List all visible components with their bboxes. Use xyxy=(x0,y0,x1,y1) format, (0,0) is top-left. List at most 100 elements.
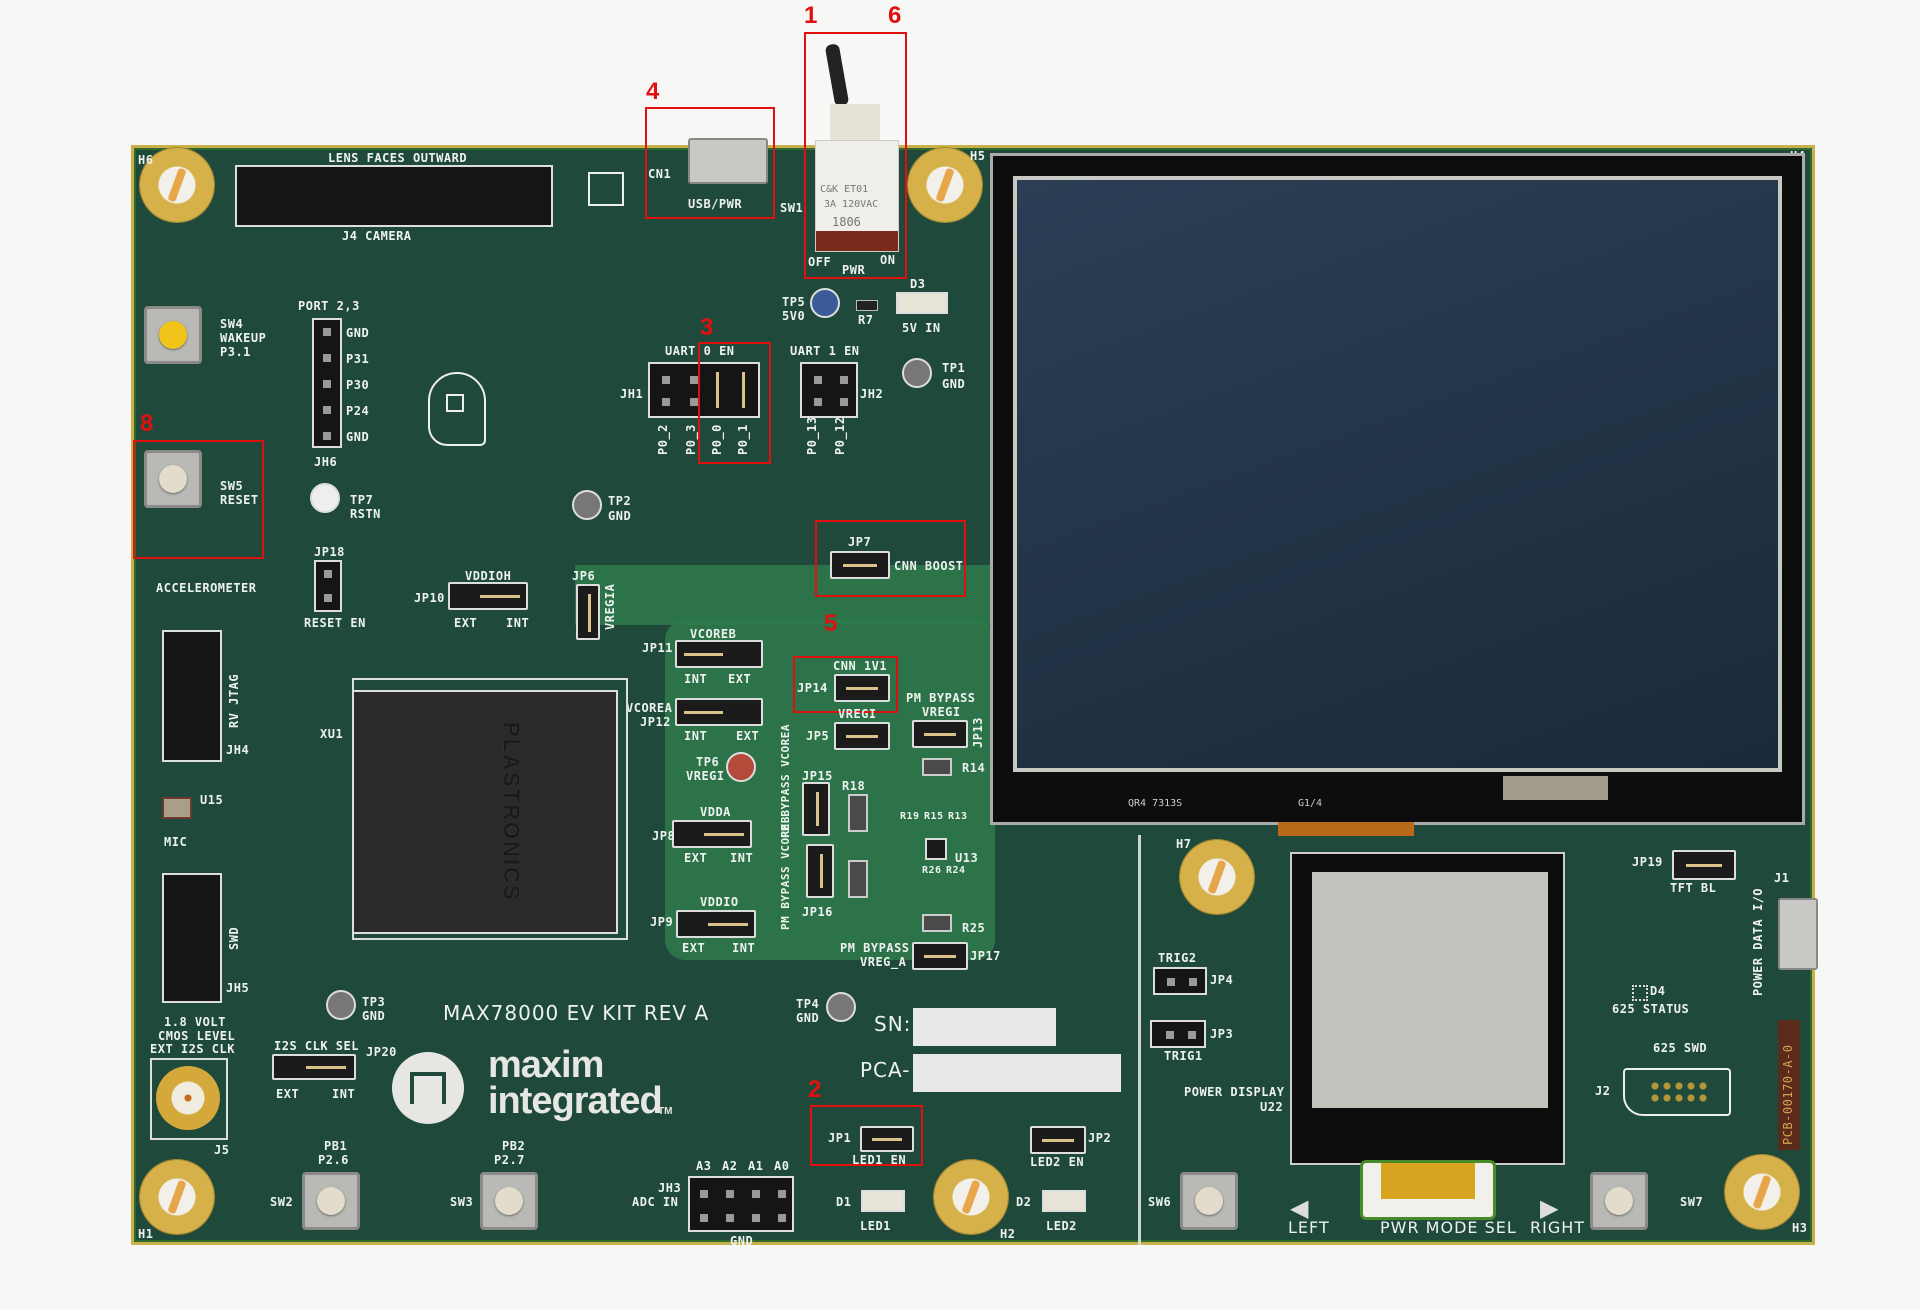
cnn-1v1-jumper-jp14[interactable] xyxy=(834,674,890,702)
tft-screen[interactable] xyxy=(1013,176,1782,772)
pm-bypass-vreg-a-jumper-jp17[interactable] xyxy=(912,942,968,970)
uart1-header-jh2[interactable] xyxy=(800,362,858,418)
vregi-jumper-jp5[interactable] xyxy=(834,722,890,750)
pcb-number-plate xyxy=(1778,1020,1800,1150)
board-divider xyxy=(1138,835,1141,1245)
port-pin-p24: P24 xyxy=(346,404,370,418)
port-pin-p30: P30 xyxy=(346,378,370,392)
adc-header-jh3[interactable] xyxy=(688,1176,794,1232)
left-label: LEFT xyxy=(1288,1218,1330,1237)
port-pin-p31: P31 xyxy=(346,352,370,366)
vcoreb-jumper-jp11[interactable] xyxy=(675,640,763,668)
pb1-pin: P2.6 xyxy=(318,1153,349,1167)
swd-header-jh5[interactable] xyxy=(162,873,222,1003)
xu1-label: XU1 xyxy=(320,727,344,741)
power-switch-sw1[interactable]: C&K ET01 3A 120VAC 1806 xyxy=(815,140,899,252)
led2-en-jumper-jp2[interactable] xyxy=(1030,1126,1086,1154)
pushbutton-sw3[interactable] xyxy=(480,1172,538,1230)
vddioh-jumper-jp10[interactable] xyxy=(448,582,528,610)
tft-touchscreen-display[interactable]: QR4 7313S G1/4 xyxy=(990,153,1805,825)
vregia-jumper-jp6[interactable] xyxy=(576,584,600,640)
pushbutton-sw2[interactable] xyxy=(302,1172,360,1230)
rv-jtag-header-jh4[interactable] xyxy=(162,630,222,762)
jp20-ext: EXT xyxy=(276,1087,300,1101)
socket-brand: PLASTRONICS xyxy=(499,722,524,902)
tft-bl-jumper-jp19[interactable] xyxy=(1672,850,1736,880)
usb-connector-cn1[interactable] xyxy=(688,138,768,184)
jh4-label: JH4 xyxy=(226,743,250,757)
wakeup-button-sw4[interactable] xyxy=(144,306,202,364)
cnn-boost-label: CNN BOOST xyxy=(894,559,964,573)
jh6-label: JH6 xyxy=(314,455,338,469)
uart1-pin-p0-13: P0_13 xyxy=(805,416,819,455)
jp8-label: JP8 xyxy=(652,829,676,843)
swd-625-connector-j2[interactable] xyxy=(1623,1068,1731,1116)
port-header-jh6[interactable] xyxy=(312,318,342,448)
uart0-pin-p0-3: P0_3 xyxy=(684,424,698,455)
usb-connector-j1[interactable] xyxy=(1778,898,1818,970)
sma-connector-j5[interactable] xyxy=(156,1066,220,1130)
jp17-label: JP17 xyxy=(970,949,1001,963)
port-pin-gnd-2: GND xyxy=(346,430,370,444)
tp6-vregi: VREGI xyxy=(686,769,725,783)
tp1-label: TP1 xyxy=(942,361,966,375)
pm-bypass-vregi-jumper-jp13[interactable] xyxy=(912,720,968,748)
h3-label: H3 xyxy=(1792,1221,1808,1235)
tp6-label: TP6 xyxy=(696,755,720,769)
sw2-label: SW2 xyxy=(270,1195,294,1209)
jp16-label: JP16 xyxy=(802,905,833,919)
tft-print-1: QR4 7313S xyxy=(1128,798,1183,809)
test-point-tp2[interactable] xyxy=(572,490,602,520)
sn-label: SN: xyxy=(874,1012,912,1036)
uart0-header-jh1[interactable] xyxy=(648,362,760,418)
jp9-label: JP9 xyxy=(650,915,674,929)
jp10-ext: EXT xyxy=(454,616,478,630)
power-display-label: POWER DISPLAY xyxy=(1184,1085,1285,1099)
led1-en-label: LED1 EN xyxy=(852,1153,907,1167)
vcorea-jumper-jp12[interactable] xyxy=(675,698,763,726)
i2s-clk-sel-jumper-jp20[interactable] xyxy=(272,1054,356,1080)
right-button-sw7[interactable] xyxy=(1590,1172,1648,1230)
tp1-gnd: GND xyxy=(942,377,966,391)
touch-fpc xyxy=(1503,776,1608,800)
jh2-label: JH2 xyxy=(860,387,884,401)
right-label: RIGHT xyxy=(1530,1218,1586,1237)
u15-label: U15 xyxy=(200,793,224,807)
trig2-header-jp4[interactable] xyxy=(1153,967,1207,995)
trig1-header-jp3[interactable] xyxy=(1150,1020,1206,1048)
test-point-tp1[interactable] xyxy=(902,358,932,388)
led1-en-jumper-jp1[interactable] xyxy=(860,1126,914,1152)
mounting-hole-h3 xyxy=(1725,1155,1799,1229)
led-d3 xyxy=(896,292,948,314)
uart1-en-label: UART 1 EN xyxy=(790,344,860,358)
jh3-label: JH3 xyxy=(658,1181,682,1195)
pm-bypass-vcorea-jumper-jp15[interactable] xyxy=(802,782,830,836)
reset-button-sw5[interactable] xyxy=(144,450,202,508)
test-point-tp4[interactable] xyxy=(826,992,856,1022)
reset-en-jumper-jp18[interactable] xyxy=(314,560,342,612)
tp5-voltage: 5V0 xyxy=(782,309,806,323)
pca-number-field xyxy=(913,1054,1121,1092)
vddio-jumper-jp9[interactable] xyxy=(676,910,756,938)
port-2-3-title: PORT 2,3 xyxy=(298,299,360,313)
jp13-label: JP13 xyxy=(971,717,985,748)
pwr-mode-sel-window xyxy=(1360,1160,1496,1220)
i2s-note-3: EXT I2S CLK xyxy=(150,1042,235,1056)
camera-connector-j4[interactable] xyxy=(235,165,553,227)
625-status-label: 625 STATUS xyxy=(1612,1002,1690,1016)
cnn-boost-jumper-jp7[interactable] xyxy=(830,551,890,579)
accelerometer-label: ACCELEROMETER xyxy=(156,581,257,595)
test-point-tp3[interactable] xyxy=(326,990,356,1020)
test-point-tp6[interactable] xyxy=(726,752,756,782)
d4-label: D4 xyxy=(1650,984,1666,998)
adc-in-label: ADC IN xyxy=(632,1195,679,1209)
tp7-rstn: RSTN xyxy=(350,507,381,521)
test-point-tp5[interactable] xyxy=(810,288,840,318)
pm-bypass-vcoreb-jumper-jp16[interactable] xyxy=(806,844,834,898)
test-point-tp7[interactable] xyxy=(310,483,340,513)
maxim-logo-icon xyxy=(392,1052,464,1124)
mcu-socket-xu1[interactable]: PLASTRONICS xyxy=(352,690,618,934)
vdda-jumper-jp8[interactable] xyxy=(672,820,752,848)
sw3-label: SW3 xyxy=(450,1195,474,1209)
left-button-sw6[interactable] xyxy=(1180,1172,1238,1230)
